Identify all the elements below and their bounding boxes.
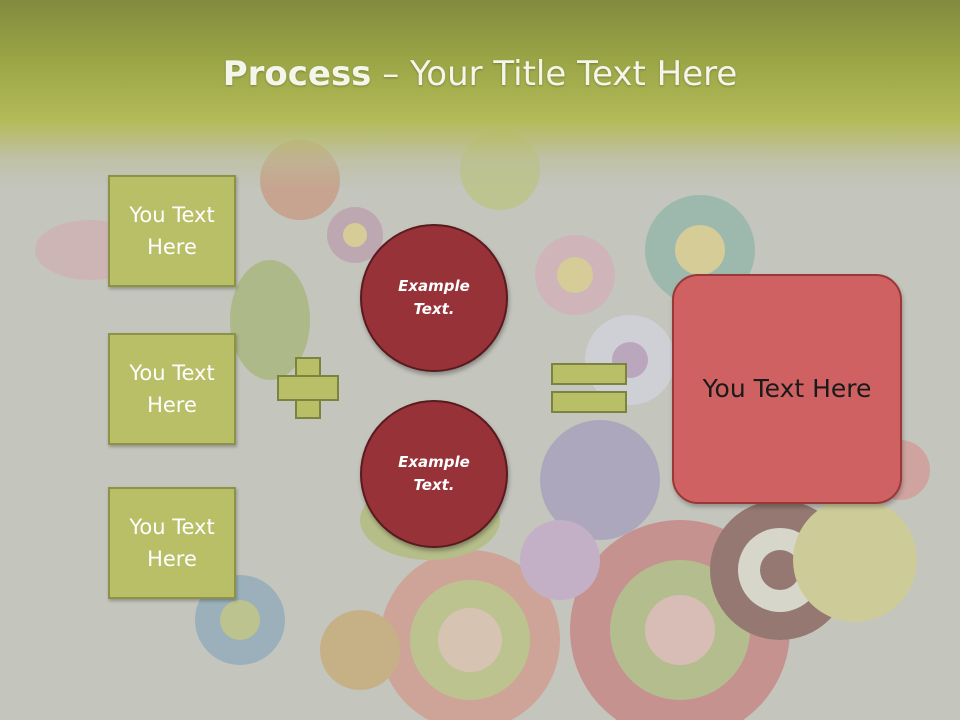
- operand-circle-1[interactable]: Example Text.: [360, 224, 508, 372]
- input-box-3-label: You Text Here: [129, 515, 215, 571]
- result-box-label: You Text Here: [702, 374, 872, 403]
- result-box[interactable]: You Text Here: [672, 274, 902, 504]
- title-band: [0, 0, 960, 190]
- title-bold: Process: [222, 54, 372, 94]
- slide-title: Process – Your Title Text Here: [0, 52, 960, 96]
- equals-bottom-bar: [551, 391, 627, 413]
- input-box-1-label: You Text Here: [129, 203, 215, 259]
- title-rest: – Your Title Text Here: [371, 54, 738, 94]
- plus-center: [297, 377, 319, 399]
- equals-top-bar: [551, 363, 627, 385]
- input-box-1[interactable]: You Text Here: [108, 175, 236, 287]
- operand-circle-2[interactable]: Example Text.: [360, 400, 508, 548]
- operand-circle-1-label: Example Text.: [398, 277, 470, 318]
- input-box-3[interactable]: You Text Here: [108, 487, 236, 599]
- operand-circle-2-label: Example Text.: [398, 453, 470, 494]
- input-box-2-label: You Text Here: [129, 361, 215, 417]
- input-box-2[interactable]: You Text Here: [108, 333, 236, 445]
